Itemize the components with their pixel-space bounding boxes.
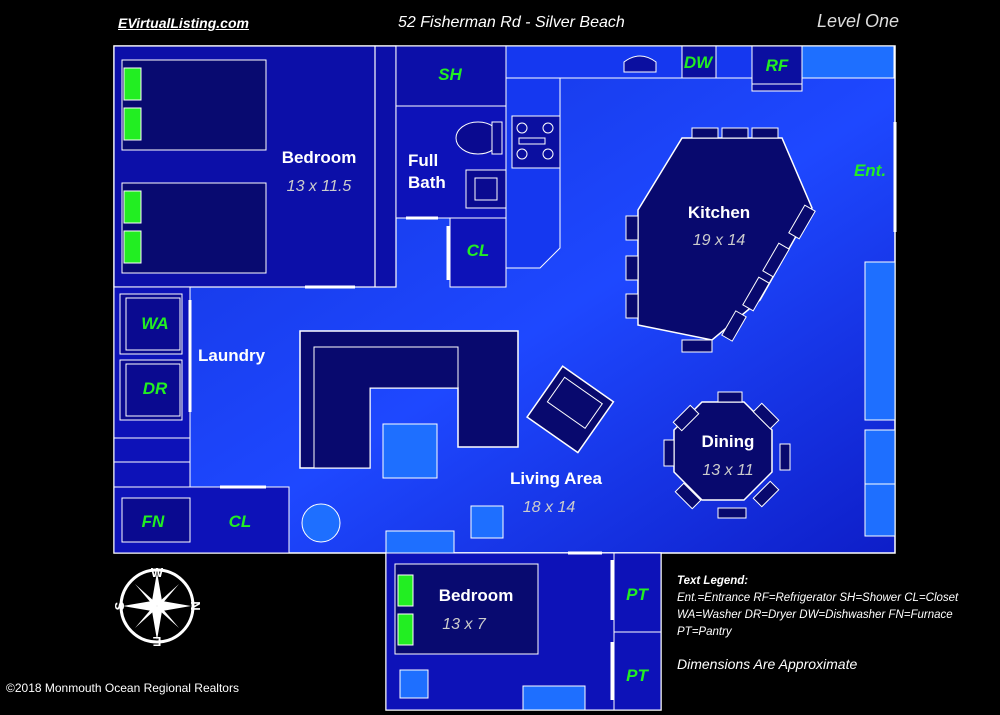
room-name: Bath: [408, 173, 446, 192]
pillow: [123, 230, 142, 264]
code-label: DW: [684, 53, 714, 72]
ottoman: [382, 423, 438, 479]
pillow: [397, 613, 414, 646]
compass-label: S: [112, 601, 127, 610]
room-name: Bedroom: [439, 586, 514, 605]
window-blue: [385, 530, 455, 554]
code-label: SH: [438, 65, 462, 84]
pillow: [397, 574, 414, 607]
site-name: EVirtualListing.com: [118, 15, 249, 31]
text-legend: Text Legend: Ent.=Entrance RF=Refrigerat…: [677, 573, 997, 641]
armchair: [526, 365, 615, 454]
code-label: DR: [143, 379, 168, 398]
compass-label: E: [152, 634, 161, 649]
room-dimensions: 13 x 11.5: [287, 178, 352, 195]
room-name: Full: [408, 151, 438, 170]
bed-1: [121, 59, 267, 151]
approximate-note: Dimensions Are Approximate: [677, 656, 858, 672]
legend-line: WA=Washer DR=Dryer DW=Dishwasher FN=Furn…: [677, 609, 953, 621]
pillow: [123, 67, 142, 101]
bed-2: [121, 182, 267, 274]
room-dimensions: 19 x 14: [693, 232, 746, 249]
legend-line: PT=Pantry: [677, 626, 732, 638]
room-dimensions: 13 x 7: [442, 616, 487, 633]
pantry-1: [613, 552, 662, 633]
legend-title: Text Legend:: [677, 575, 749, 587]
end-table: [470, 505, 504, 539]
dishwasher: [681, 45, 717, 79]
furnace: [121, 497, 191, 543]
bath-closet: [449, 217, 507, 288]
room-name: Bedroom: [282, 148, 357, 167]
window-blue: [864, 483, 896, 537]
pillow: [123, 107, 142, 141]
code-label: CL: [467, 241, 490, 260]
round-table: [301, 503, 341, 543]
window-blue: [864, 261, 896, 421]
code-label: CL: [229, 512, 252, 531]
compass-icon: W E N S: [112, 562, 203, 650]
pantry-2: [613, 631, 662, 711]
nightstand: [399, 669, 429, 699]
code-label: PT: [626, 666, 649, 685]
refrigerator: [751, 45, 803, 85]
copyright: ©2018 Monmouth Ocean Regional Realtors: [6, 681, 239, 695]
room-dimensions: 18 x 14: [523, 499, 576, 516]
dresser: [522, 685, 586, 711]
room-dimensions: 13 x 11: [702, 462, 753, 479]
window-blue: [801, 45, 895, 79]
compass-label: W: [151, 565, 164, 580]
room-name: Dining: [702, 432, 755, 451]
pillow: [123, 190, 142, 224]
property-address: 52 Fisherman Rd - Silver Beach: [398, 14, 625, 31]
room-name: Laundry: [198, 346, 266, 365]
room-name: Living Area: [510, 469, 602, 488]
code-label: WA: [141, 314, 168, 333]
room-name: Kitchen: [688, 203, 750, 222]
window-blue: [864, 429, 896, 485]
compass-label: N: [188, 601, 203, 610]
kitchen-sink: [623, 55, 657, 73]
bed-3: [394, 563, 539, 655]
code-label: RF: [766, 56, 789, 75]
code-label: PT: [626, 585, 649, 604]
code-label: Ent.: [854, 161, 886, 180]
code-label: FN: [142, 512, 165, 531]
legend-line: Ent.=Entrance RF=Refrigerator SH=Shower …: [677, 592, 959, 604]
level-title: Level One: [817, 11, 900, 31]
